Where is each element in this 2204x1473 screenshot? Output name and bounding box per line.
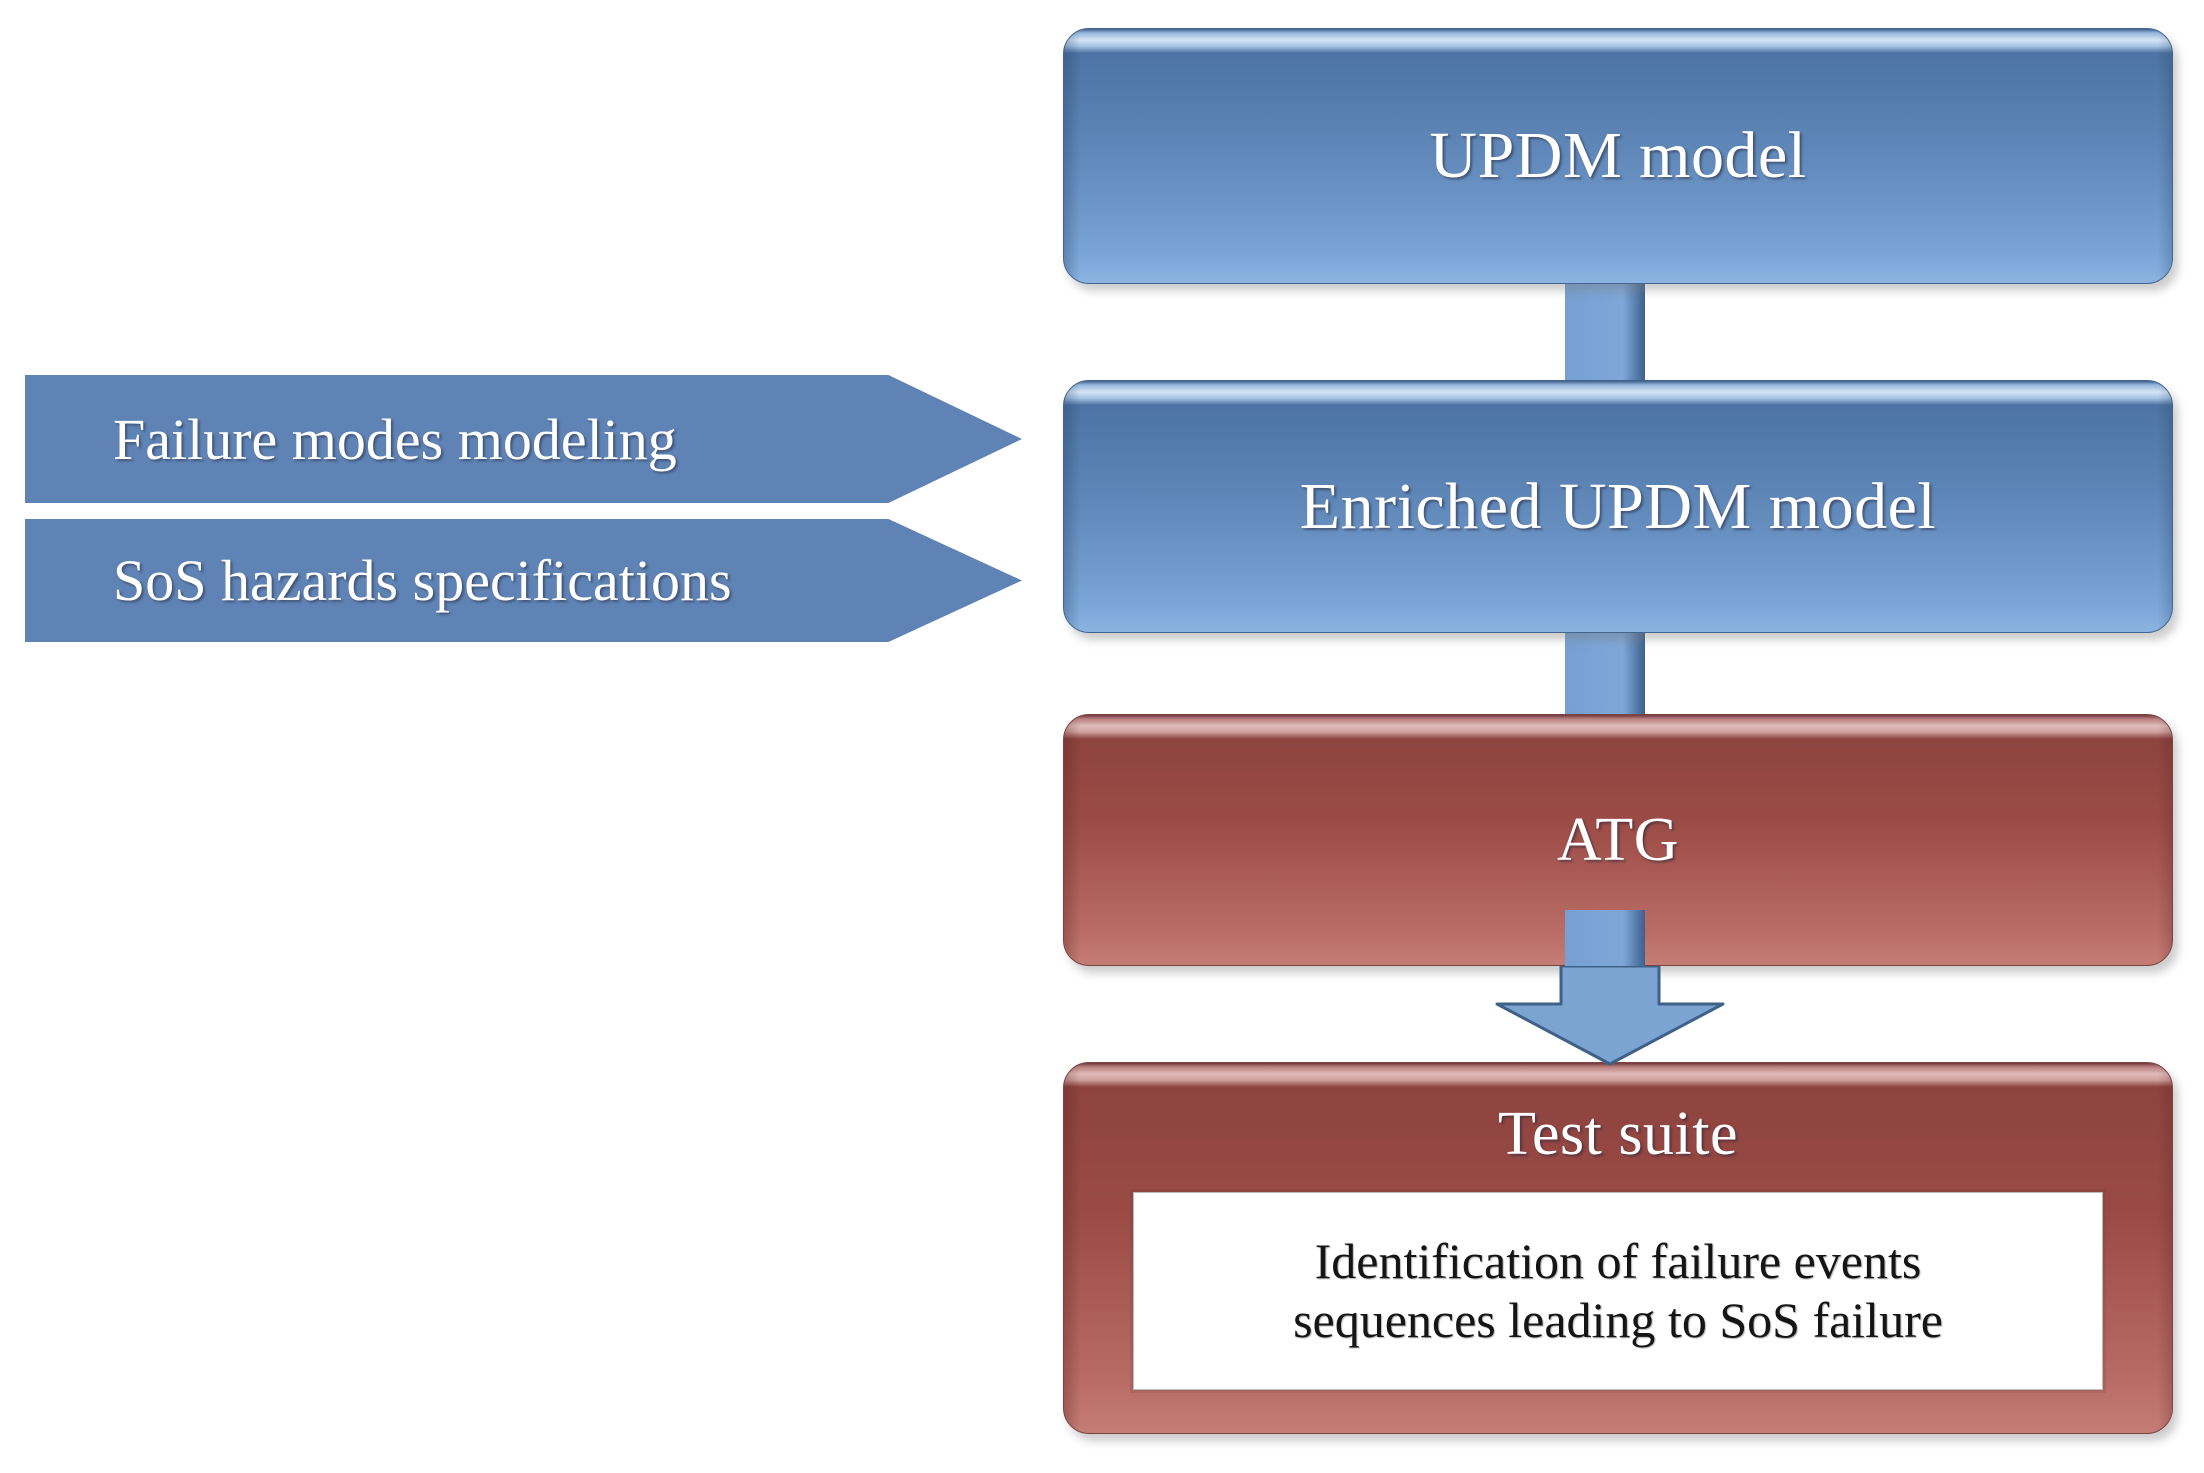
result-panel-line-1: Identification of failure events xyxy=(1314,1233,1922,1289)
node-test-suite[interactable]: Test suite Identification of failure eve… xyxy=(1063,1062,2173,1434)
node-enriched-updm-model-label: Enriched UPDM model xyxy=(1299,469,1937,543)
input-arrow-failure-modes-modeling[interactable]: Failure modes modeling xyxy=(25,375,1022,503)
test-suite-result-panel: Identification of failure events sequenc… xyxy=(1133,1192,2103,1390)
input-arrow-failure-modes-modeling-label: Failure modes modeling xyxy=(113,406,677,472)
node-updm-model[interactable]: UPDM model xyxy=(1063,28,2173,284)
down-arrow-icon xyxy=(1495,966,1725,1066)
result-panel-line-2: sequences leading to SoS failure xyxy=(1293,1292,1943,1348)
input-arrow-sos-hazards-specifications[interactable]: SoS hazards specifications xyxy=(25,519,1022,642)
node-atg-label: ATG xyxy=(1556,805,1680,874)
node-enriched-updm-model[interactable]: Enriched UPDM model xyxy=(1063,380,2173,633)
node-updm-model-label: UPDM model xyxy=(1429,119,1807,192)
node-test-suite-label: Test suite xyxy=(1497,1100,1738,1168)
input-arrow-sos-hazards-specifications-label: SoS hazards specifications xyxy=(113,548,732,613)
